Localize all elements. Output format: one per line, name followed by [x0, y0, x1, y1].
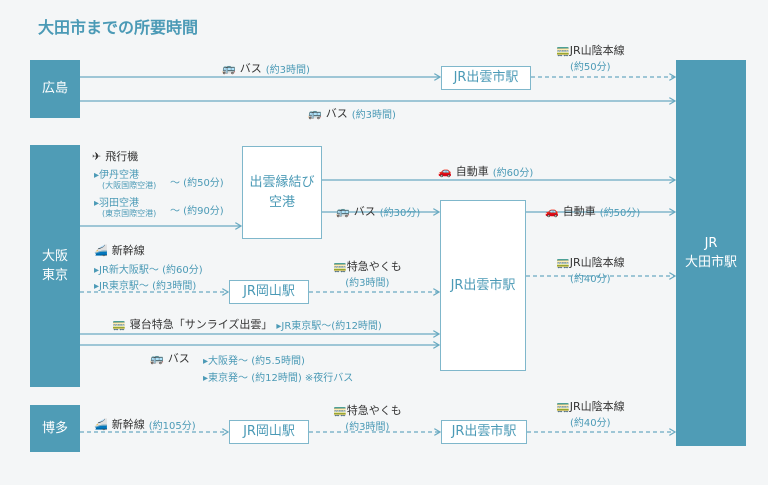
- rail-label: JR山陰本線: [569, 400, 625, 413]
- label-hakata-yakumo: 🚃特急やくも (約3時間): [333, 402, 402, 433]
- shinkansen-tokyo: ▸JR東京駅〜 (約3時間): [94, 281, 197, 292]
- label-hiroshima-bus1: 🚌バス(約3時間): [222, 60, 310, 76]
- car-label: 自動車: [562, 205, 596, 218]
- itami: ▸伊丹空港: [94, 170, 140, 181]
- bus-label: バス: [325, 107, 348, 120]
- node-okayama: JR岡山駅: [229, 280, 309, 304]
- origin-hakata: 博多: [30, 405, 80, 452]
- airplane-icon: ✈: [92, 149, 102, 163]
- itami-time: 〜 (約50分): [170, 178, 224, 189]
- bus-time: (約3時間): [265, 64, 310, 76]
- dest-line1: JR: [704, 235, 718, 251]
- label-airport-car: 🚗自動車(約60分): [438, 163, 533, 179]
- rail-time: (約50分): [570, 62, 611, 73]
- label-shinkansen: 🚄新幹線: [94, 242, 145, 258]
- train-icon: 🚃: [333, 404, 347, 417]
- airport-line1: 出雲縁結び: [249, 175, 315, 190]
- plane-label: 飛行機: [105, 150, 139, 163]
- shinkansen-icon: 🚄: [94, 417, 108, 431]
- label-hakata-shinkansen: 🚄新幹線(約105分): [94, 416, 196, 432]
- label-night-bus: 🚌バス: [150, 350, 190, 366]
- car-icon: 🚗: [438, 164, 452, 178]
- rail-label: JR山陰本線: [569, 256, 625, 269]
- label-hiroshima-rail: 🚃JR山陰本線 (約50分): [556, 42, 625, 73]
- yakumo-time: (約3時間): [345, 422, 390, 433]
- shinkansen-icon: 🚄: [94, 243, 108, 257]
- origin-hiroshima: 広島: [30, 60, 80, 118]
- page-title: 大田市までの所要時間: [38, 18, 199, 37]
- shinkansen-osaka-text: JR新大阪駅〜 (約60分): [99, 265, 203, 276]
- node-izumo-hiroshima: JR出雲市駅: [441, 66, 531, 90]
- haneda-sub: (東京国際空港): [102, 209, 157, 218]
- yakumo-label: 特急やくも: [346, 260, 402, 273]
- yakumo-label: 特急やくも: [346, 404, 402, 417]
- bus-icon: 🚌: [150, 351, 164, 365]
- bus-icon: 🚌: [336, 204, 350, 218]
- haneda-time: 〜 (約90分): [170, 206, 224, 217]
- label-hiroshima-bus2: 🚌バス(約3時間): [308, 105, 396, 121]
- bus-label: バス: [353, 205, 376, 218]
- origin-osaka: 大阪: [41, 248, 68, 264]
- shinkansen-time: (約105分): [148, 420, 196, 432]
- label-izumo-rail: 🚃JR山陰本線 (約40分): [556, 254, 625, 285]
- label-hakata-rail: 🚃JR山陰本線 (約40分): [556, 398, 625, 429]
- node-izumo-main: JR出雲市駅: [440, 200, 526, 371]
- night-bus-tokyo: ▸東京発〜 (約12時間) ※夜行バス: [203, 373, 354, 384]
- night-bus-label: バス: [167, 352, 190, 365]
- shinkansen-label: 新幹線: [111, 244, 145, 257]
- car-label: 自動車: [455, 165, 489, 178]
- origin-tokyo: 東京: [41, 268, 68, 283]
- train-icon: 🚃: [556, 44, 570, 57]
- label-izumo-car: 🚗自動車(約50分): [545, 203, 640, 219]
- yakumo-time: (約3時間): [345, 278, 390, 289]
- sunrise-label: 寝台特急「サンライズ出雲」: [129, 318, 273, 331]
- itami-sub: (大阪国際空港): [102, 181, 157, 190]
- bus-time: (約30分): [379, 207, 421, 219]
- night-bus-osaka-text: 大阪発〜 (約5.5時間): [208, 356, 305, 367]
- train-icon: 🚃: [556, 256, 570, 269]
- shinkansen-label: 新幹線: [111, 418, 145, 431]
- node-airport: 出雲縁結び空港: [242, 146, 322, 239]
- train-icon: 🚃: [112, 317, 126, 331]
- airport-line2: 空港: [268, 194, 295, 210]
- bus-label: バス: [239, 62, 262, 75]
- rail-time: (約40分): [570, 274, 611, 285]
- haneda-label: 羽田空港: [99, 198, 140, 209]
- night-bus-osaka: ▸大阪発〜 (約5.5時間): [203, 356, 305, 367]
- label-airport-bus: 🚌バス(約30分): [336, 203, 420, 219]
- rail-time: (約40分): [570, 418, 611, 429]
- bus-time: (約3時間): [351, 109, 396, 121]
- car-time: (約50分): [599, 207, 641, 219]
- bus-icon: 🚌: [308, 106, 322, 120]
- label-sunrise: 🚃寝台特急「サンライズ出雲」▸JR東京駅〜(約12時間): [112, 317, 382, 332]
- origin-osaka-tokyo: 大阪 東京: [30, 145, 80, 387]
- label-yakumo: 🚃特急やくも (約3時間): [333, 258, 402, 289]
- label-plane: ✈飛行機: [92, 148, 138, 164]
- node-izumo-hakata: JR出雲市駅: [441, 420, 527, 444]
- node-okayama-hakata: JR岡山駅: [229, 420, 309, 444]
- destination-ota-station: JR 大田市駅: [676, 60, 746, 446]
- haneda: ▸羽田空港: [94, 198, 140, 209]
- bus-icon: 🚌: [222, 61, 236, 75]
- shinkansen-tokyo-text: JR東京駅〜 (約3時間): [99, 281, 197, 292]
- rail-label: JR山陰本線: [569, 44, 625, 57]
- train-icon: 🚃: [333, 260, 347, 273]
- car-icon: 🚗: [545, 204, 559, 218]
- dest-line2: 大田市駅: [684, 255, 737, 270]
- sunrise-time: JR東京駅〜(約12時間): [281, 320, 382, 332]
- shinkansen-osaka: ▸JR新大阪駅〜 (約60分): [94, 265, 203, 276]
- night-bus-tokyo-text: 東京発〜 (約12時間) ※夜行バス: [208, 373, 354, 384]
- train-icon: 🚃: [556, 400, 570, 413]
- itami-label: 伊丹空港: [99, 170, 140, 181]
- car-time: (約60分): [492, 167, 534, 179]
